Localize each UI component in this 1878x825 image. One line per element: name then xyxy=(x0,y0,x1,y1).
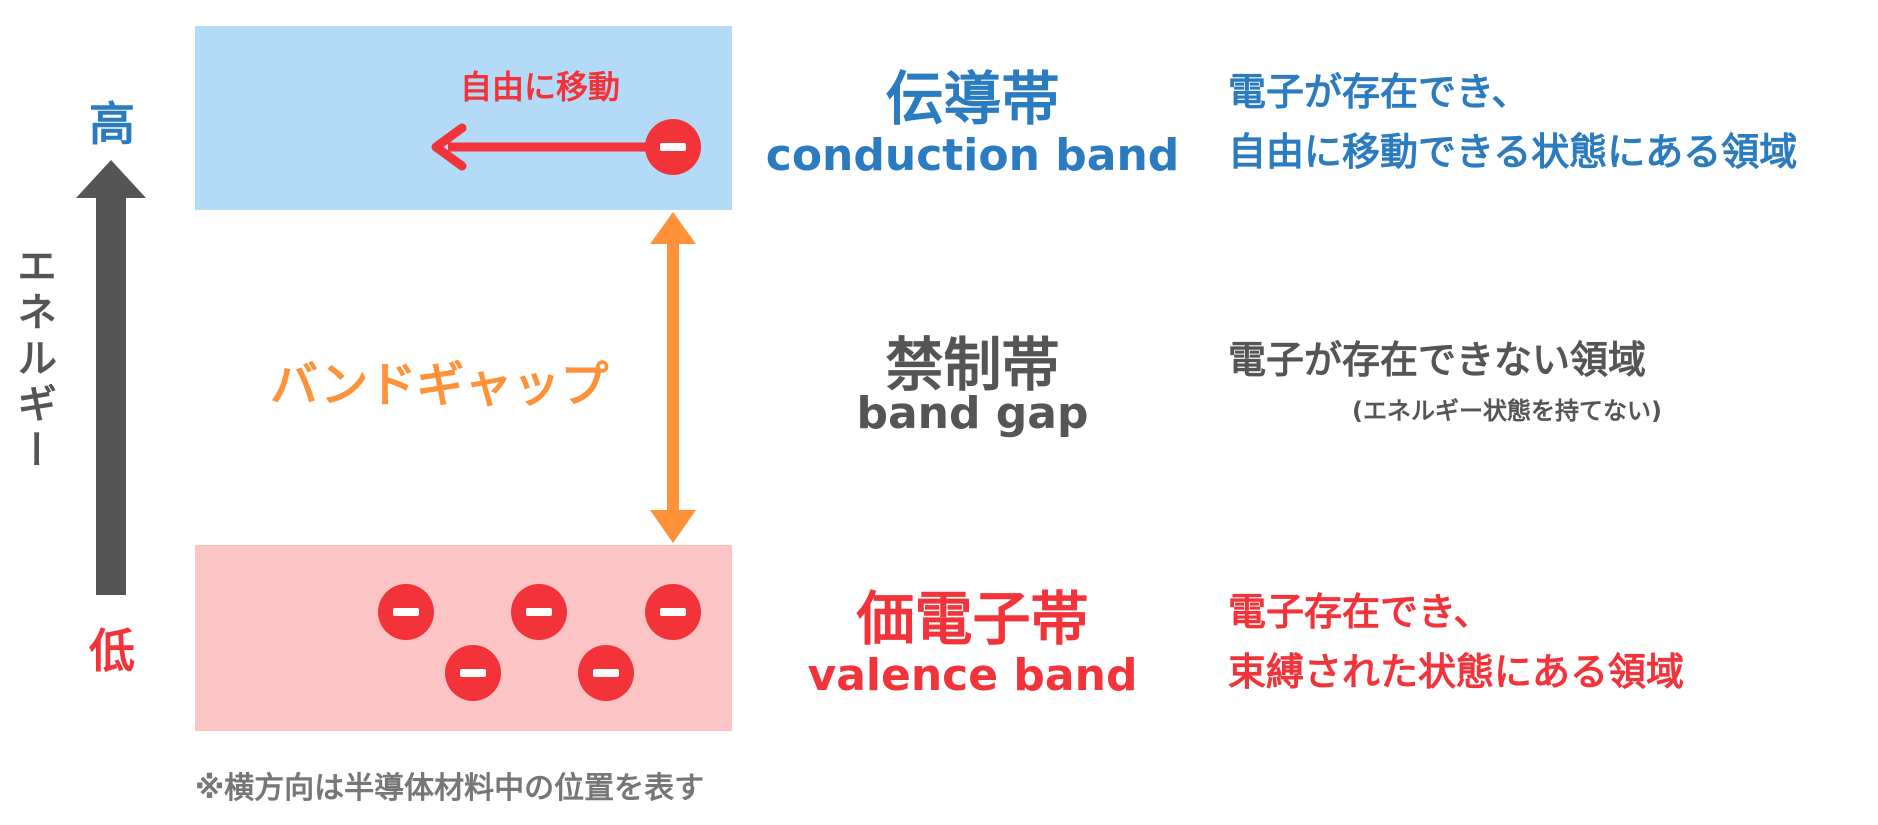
band-gap-name-jp: 禁制帯 xyxy=(885,331,1060,399)
valence-band-description: 電子存在でき、 束縛された状態にある領域 xyxy=(1228,582,1684,702)
footnote: ※横方向は半導体材料中の位置を表す xyxy=(195,771,705,806)
free-movement-arrow xyxy=(431,123,655,171)
valence-electrons xyxy=(378,584,701,701)
band-gap-description: 電子が存在できない領域 xyxy=(1228,330,1646,390)
band-gap-arrow xyxy=(650,212,696,543)
conduction-electron xyxy=(645,119,701,175)
energy-axis-arrow xyxy=(76,160,146,595)
band-gap-desc-note: (エネルギー状態を持てない) xyxy=(1352,397,1662,425)
band-gap-desc-line1: 電子が存在できない領域 xyxy=(1228,338,1647,382)
valence-band-box xyxy=(195,545,732,731)
conduction-band-description: 電子が存在でき、 自由に移動できる状態にある領域 xyxy=(1228,62,1797,182)
valence-electron xyxy=(578,645,634,701)
energy-low-label: 低 xyxy=(89,624,135,678)
valence-electron xyxy=(378,584,434,640)
valence-electron xyxy=(645,584,701,640)
energy-high-label: 高 xyxy=(89,97,135,151)
valence-electron xyxy=(511,584,567,640)
band-gap-name-en: band gap xyxy=(856,388,1089,439)
band-gap-arrow-label: バンドギャップ xyxy=(270,357,609,413)
conduction-band-name-jp: 伝導帯 xyxy=(885,65,1060,133)
valence-desc-line1: 電子存在でき、 xyxy=(1228,590,1492,634)
conduction-band-box xyxy=(195,26,732,210)
valence-electron xyxy=(445,645,501,701)
conduction-desc-line2: 自由に移動できる状態にある領域 xyxy=(1228,130,1798,174)
conduction-desc-line1: 電子が存在でき、 xyxy=(1228,70,1530,114)
valence-band-name-en: valence band xyxy=(807,650,1138,701)
free-movement-label: 自由に移動 xyxy=(460,68,621,106)
valence-desc-line2: 束縛された状態にある領域 xyxy=(1228,650,1685,694)
energy-axis-label: エネルギー xyxy=(10,245,56,475)
conduction-band-name-en: conduction band xyxy=(765,130,1180,181)
valence-band-name-jp: 価電子帯 xyxy=(856,585,1089,653)
